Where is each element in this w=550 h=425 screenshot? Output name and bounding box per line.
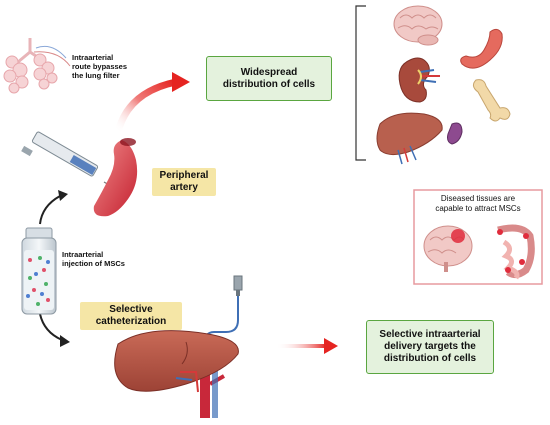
delivery-arrow-head: [324, 338, 338, 354]
organ-bracket: [355, 5, 366, 161]
curved-arrow-up-head: [172, 72, 190, 92]
selective-delivery-box: Selective intraarterial delivery targets…: [366, 320, 494, 374]
arrow-to-catheterization: [39, 313, 63, 341]
arrow-to-artery-head: [58, 190, 68, 201]
curved-arrow-up: [114, 78, 180, 136]
selective-catheterization-label: Selective catheterization: [80, 302, 182, 330]
peripheral-artery-label: Peripheral artery: [152, 168, 216, 196]
bone-icon: [472, 79, 511, 122]
vial-icon: [21, 227, 57, 315]
widespread-distribution-box: Widespread distribution of cells: [206, 56, 332, 101]
liver-catheter-target-icon: [114, 330, 239, 393]
lung-icon: [3, 38, 71, 94]
intestine-icon: [497, 224, 535, 280]
stomach-icon: [460, 28, 503, 69]
arrow-to-catheterization-head: [60, 335, 70, 347]
diseased-brain-icon: [423, 225, 473, 272]
lung-bypass-label: Intraarterial route bypasses the lung fi…: [72, 53, 128, 80]
arrow-to-artery: [39, 195, 61, 225]
aorta-icon: [200, 344, 210, 418]
delivery-arrow: [276, 344, 326, 348]
spleen-icon: [447, 122, 463, 145]
artery-icon: [93, 138, 138, 217]
liver-icon: [376, 112, 443, 165]
kidney-icon: [398, 57, 440, 103]
brain-icon: [393, 5, 443, 46]
diseased-tissues-label: Diseased tissues are capable to attract …: [435, 194, 521, 213]
injection-label: Intraarterial injection of MSCs: [62, 250, 125, 268]
